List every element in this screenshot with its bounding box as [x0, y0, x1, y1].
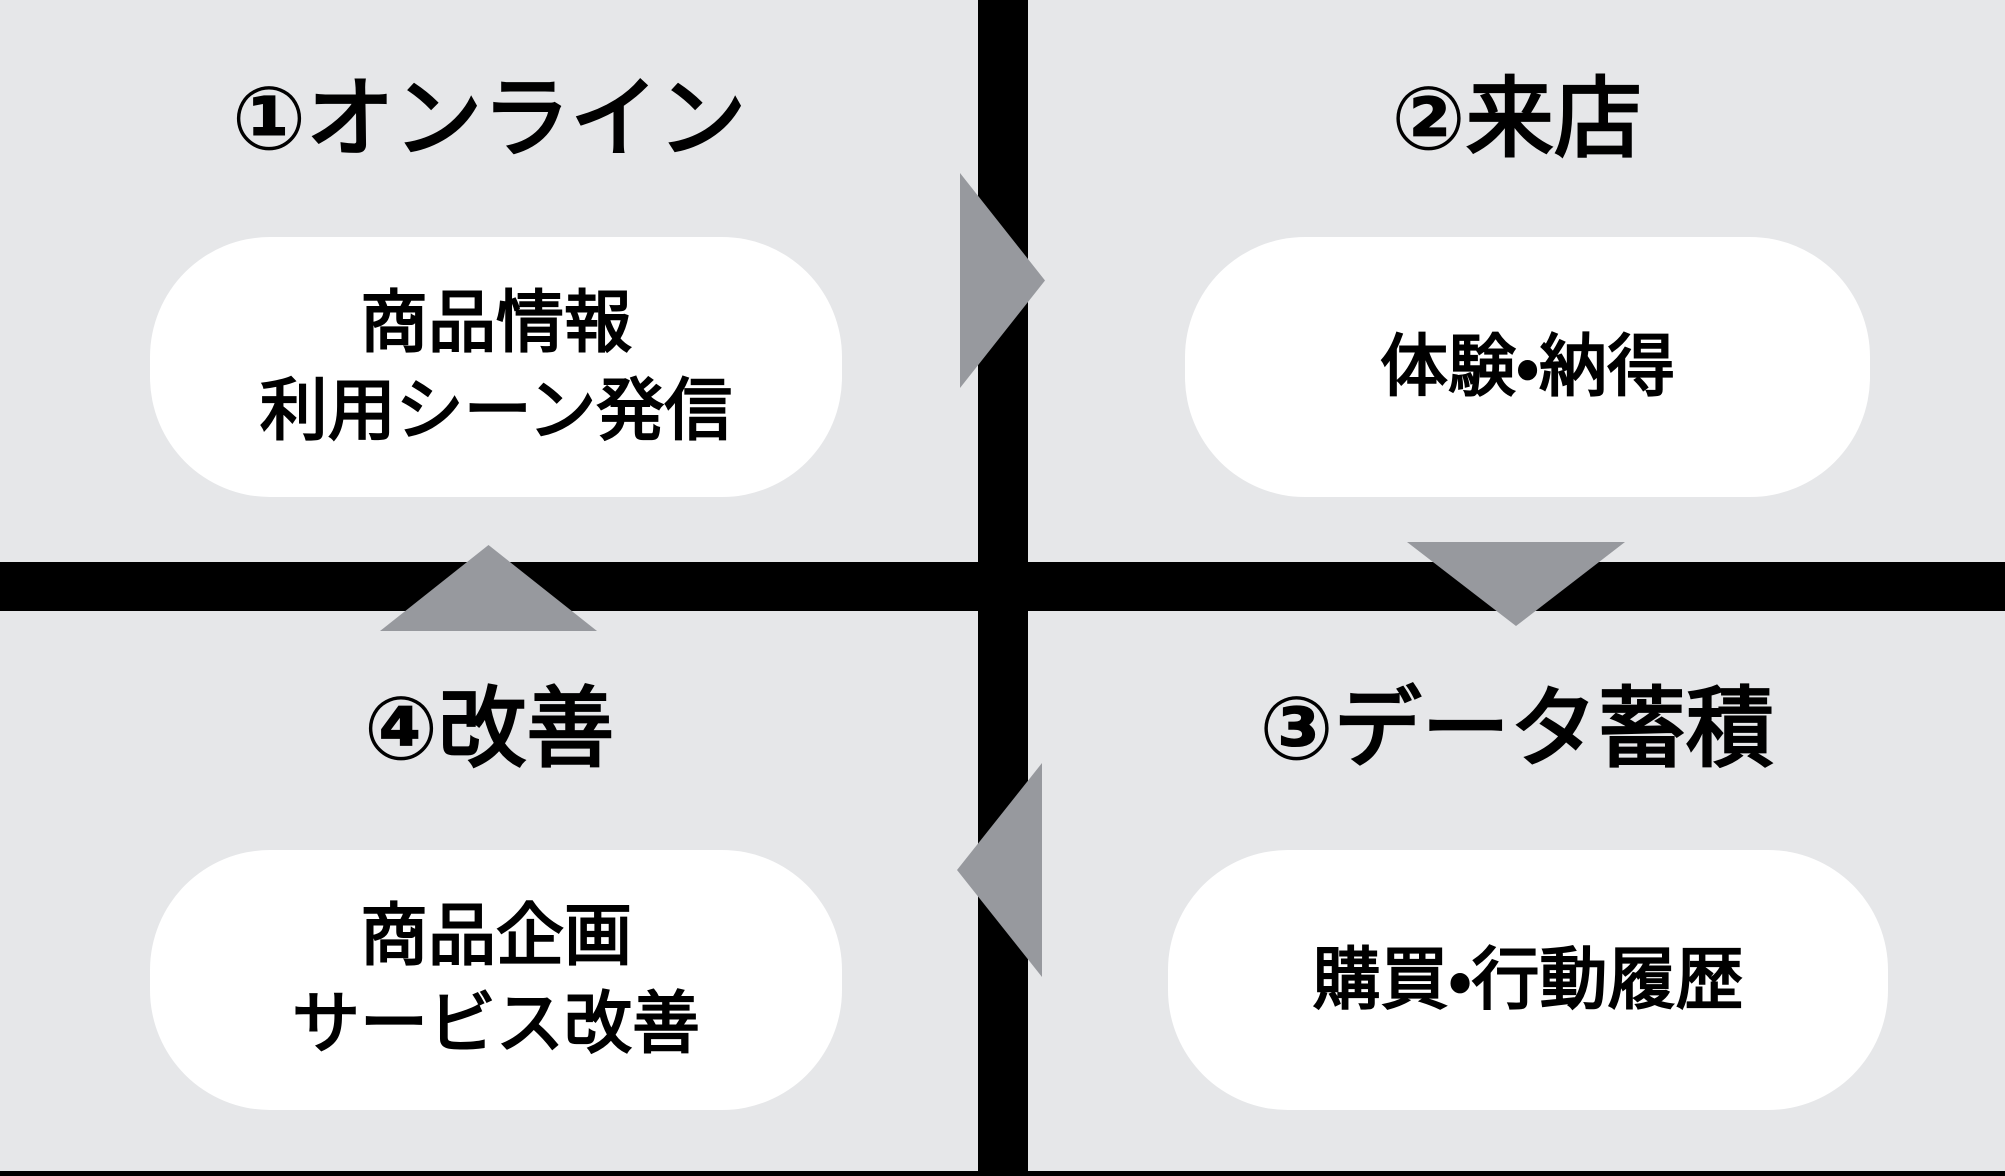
pill-text-line: サービス改善	[291, 986, 700, 1062]
pill-text-line: 利用シーン発信	[259, 373, 733, 449]
quadrant-1-pill: 商品情報 利用シーン発信	[150, 237, 842, 497]
vertical-divider	[978, 0, 1028, 1176]
quadrant-2-title: ②来店	[1391, 69, 1642, 168]
quadrant-1-title: ①オンライン	[231, 69, 747, 168]
pill-text-line: 商品情報	[359, 284, 632, 361]
quadrant-3-title: ③データ蓄積	[1259, 679, 1774, 778]
quadrant-2-pill: 体験・納得	[1185, 237, 1870, 497]
pill-text-line: 体験・納得	[1379, 328, 1676, 405]
pill-text-line: 商品企画	[359, 897, 632, 974]
pill-text-line: 購買・行動履歴	[1312, 941, 1744, 1018]
bottom-border-line	[0, 1171, 2005, 1176]
quadrant-4-pill: 商品企画 サービス改善	[150, 850, 842, 1110]
quadrant-4-title: ④改善	[363, 679, 615, 778]
quadrant-3-pill: 購買・行動履歴	[1168, 850, 1888, 1110]
